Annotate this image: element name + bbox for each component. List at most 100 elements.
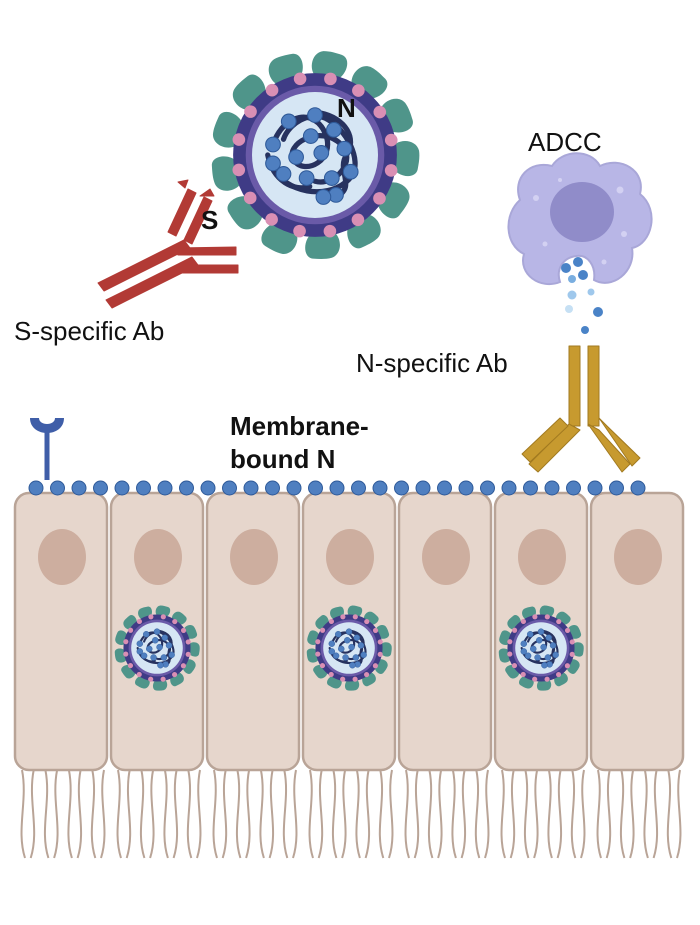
spike-label: S (201, 205, 219, 235)
surface-n-protein (372, 480, 388, 496)
ace2-receptor-icon (30, 418, 64, 480)
n-antibody-icon (521, 345, 641, 473)
epithelial-cell (589, 491, 685, 772)
intracellular-virion-icon (497, 604, 584, 692)
cilium (268, 769, 275, 859)
cilium (666, 769, 673, 859)
cilium (29, 769, 36, 859)
surface-n-protein (415, 480, 431, 496)
cilium (533, 769, 539, 859)
cilium (643, 769, 649, 859)
surface-n-protein (458, 480, 474, 496)
cilium (245, 769, 251, 859)
cilium (523, 769, 530, 859)
cilium (67, 769, 73, 859)
surface-n-protein (351, 480, 366, 496)
epithelial-cell (205, 491, 301, 772)
cilium (186, 769, 193, 859)
cilium (451, 769, 457, 859)
cilium (460, 769, 467, 859)
surface-n-protein (523, 480, 538, 496)
surface-n-protein (437, 480, 452, 496)
cilium (139, 769, 146, 859)
surface-n-protein (243, 480, 259, 496)
surface-n-protein (179, 480, 194, 496)
cilium (378, 769, 385, 859)
epithelium (13, 480, 685, 859)
cilium (355, 769, 361, 859)
membrane-label-line1: Membrane- (230, 411, 369, 441)
cilium (20, 769, 26, 859)
cilium (212, 769, 218, 859)
s-antibody-label: S-specific Ab (14, 316, 165, 346)
cilium (652, 769, 659, 859)
cilium (331, 769, 338, 859)
cilium (221, 769, 228, 859)
cilium (500, 769, 506, 859)
cilium (163, 769, 169, 859)
surface-n-protein (501, 480, 517, 496)
cilium (76, 769, 83, 859)
surface-n-protein (114, 480, 130, 496)
surface-n-protein (71, 480, 87, 496)
cilium (596, 769, 602, 859)
cilium (404, 769, 410, 859)
cilium (484, 769, 490, 859)
cilium (308, 769, 314, 859)
epithelial-cell (13, 491, 109, 772)
surface-n-protein (93, 480, 108, 496)
cilium (125, 769, 132, 859)
surface-n-protein (394, 480, 409, 496)
cilium (90, 769, 97, 859)
surface-n-protein (222, 480, 237, 496)
surface-n-protein (329, 480, 345, 496)
surface-n-protein (480, 480, 495, 496)
cilium (196, 769, 202, 859)
cilium (259, 769, 265, 859)
surface-n-protein (587, 480, 603, 496)
cilium (605, 769, 612, 859)
surface-n-protein (50, 480, 65, 496)
cilium (437, 769, 443, 859)
cilium (556, 769, 563, 859)
cilium (580, 769, 586, 859)
cilium (509, 769, 516, 859)
surface-n-protein (200, 480, 216, 496)
cilium (676, 769, 682, 859)
cilium (364, 769, 371, 859)
cilium (43, 769, 50, 859)
membrane-bound-n-proteins (28, 480, 646, 496)
surface-n-protein (136, 480, 151, 496)
s-antibody-icon (97, 179, 239, 309)
surface-n-protein (308, 480, 323, 496)
cilium (172, 769, 179, 859)
intracellular-virions (113, 604, 584, 692)
epithelial-cell (397, 491, 493, 772)
cilium (547, 769, 553, 859)
cilium (341, 769, 347, 859)
cilium (388, 769, 394, 859)
surface-n-protein (609, 480, 624, 496)
n-antibody-label: N-specific Ab (356, 348, 508, 378)
intracellular-virion-icon (305, 604, 392, 692)
cilium (629, 769, 635, 859)
n-protein-label: N (337, 93, 356, 123)
surface-n-protein (566, 480, 581, 496)
surface-n-protein (265, 480, 280, 496)
cilium (100, 769, 106, 859)
surface-n-protein (630, 480, 646, 496)
surface-n-protein (157, 480, 173, 496)
cilium (282, 769, 289, 859)
cilium (53, 769, 59, 859)
cilium (427, 769, 434, 859)
virion-icon (208, 49, 420, 261)
membrane-label-line2: bound N (230, 444, 336, 474)
effector-cell-icon (507, 152, 653, 334)
cilium (235, 769, 242, 859)
cilium (413, 769, 420, 859)
cilium (116, 769, 122, 859)
intracellular-virion-icon (113, 604, 200, 692)
cilium (149, 769, 155, 859)
